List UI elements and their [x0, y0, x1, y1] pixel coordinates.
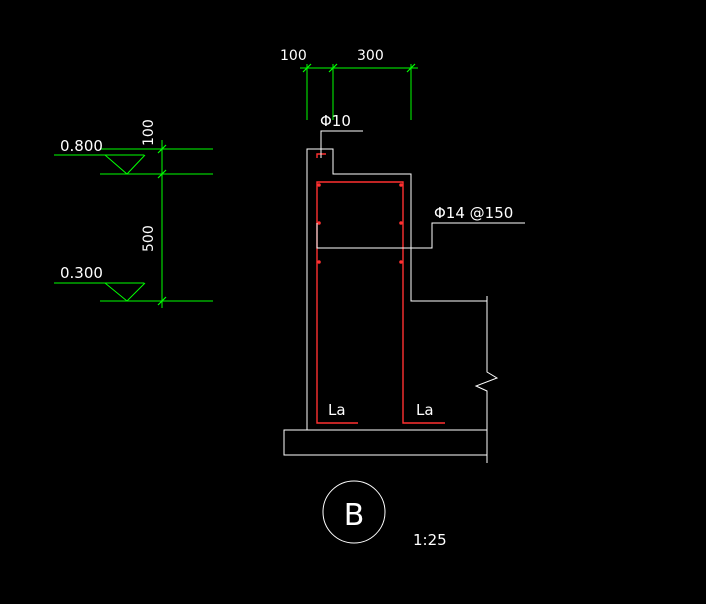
- elevation-upper-label: 0.800: [60, 137, 103, 155]
- elevation-upper-triangle-icon: [104, 154, 146, 175]
- dim-top-left: 100: [280, 48, 307, 64]
- dim-side-middle: 500: [141, 225, 157, 252]
- rebar-group: [316, 153, 445, 424]
- elevation-group: 100 500 0.800 0.300: [54, 119, 213, 308]
- footing-outline: [283, 429, 487, 456]
- top-dimension-group: 100 300: [280, 48, 418, 120]
- concrete-outline: [283, 148, 499, 463]
- dim-side-top: 100: [141, 119, 157, 146]
- break-line: [474, 296, 499, 463]
- dim-top-right: 300: [357, 48, 384, 64]
- leader-small-bar: [320, 130, 363, 158]
- rebar-dot: [317, 221, 321, 225]
- top-small-bar: [316, 153, 326, 158]
- rebar-dot: [399, 260, 403, 264]
- top-tick-left: [302, 63, 312, 73]
- stirrup-label: Φ14 @150: [434, 204, 513, 222]
- dim-tick-mid: [157, 169, 167, 179]
- anchorage-left-label: La: [328, 401, 346, 419]
- top-tick-middle: [328, 63, 338, 73]
- section-scale: 1:25: [413, 531, 447, 549]
- section-id: B: [344, 498, 365, 533]
- dim-tick-bottom: [157, 296, 167, 306]
- leader-stirrup: [316, 222, 525, 249]
- rebar-dot: [399, 221, 403, 225]
- elevation-lower-triangle-icon: [104, 282, 146, 302]
- dim-tick-top: [157, 144, 167, 154]
- small-bar-label: Φ10: [320, 112, 351, 130]
- rebar-dots: [317, 183, 403, 264]
- rebar-dot: [317, 260, 321, 264]
- leader-group: [316, 130, 525, 249]
- elevation-lower-label: 0.300: [60, 264, 103, 282]
- main-rebar: [316, 181, 445, 424]
- section-circle-icon: [322, 480, 386, 544]
- rebar-dot: [399, 183, 403, 187]
- wall-profile: [306, 148, 487, 430]
- rebar-dot: [317, 183, 321, 187]
- anchorage-right-label: La: [416, 401, 434, 419]
- top-tick-right: [406, 63, 416, 73]
